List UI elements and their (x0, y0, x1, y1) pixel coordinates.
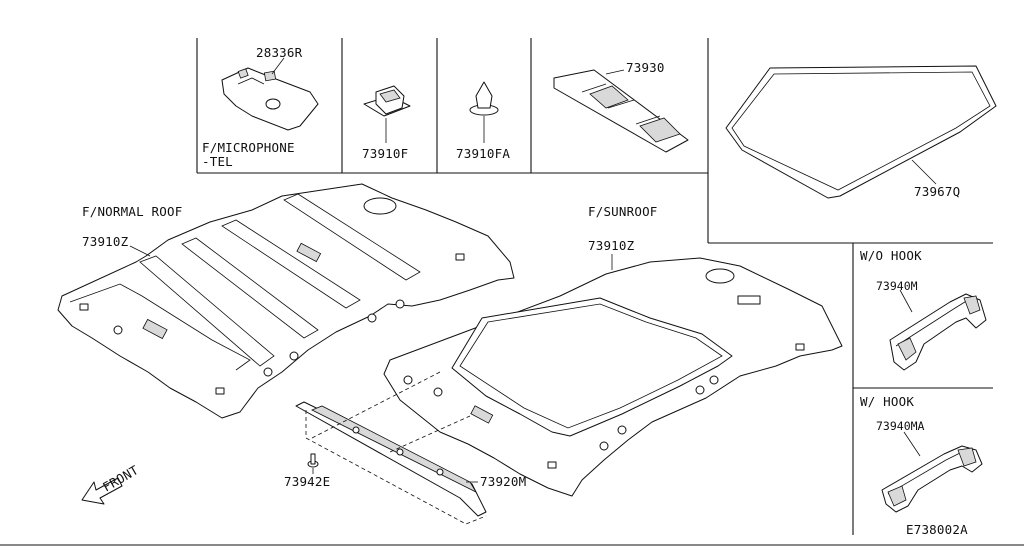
frame-lines (0, 38, 1024, 546)
diagram-code: E738002A (906, 522, 968, 537)
part-label-73967q: 73967Q (914, 184, 960, 199)
normal-roof-headlining (57, 183, 515, 419)
section-label-sunroof: F/SUNROOF (588, 204, 658, 219)
section-label-w-hook: W/ HOOK (860, 394, 914, 409)
trim-strip-73920m-part (295, 371, 487, 525)
clip-73910fa-part (469, 81, 499, 143)
part-label-73940ma: 73940MA (876, 419, 925, 433)
assist-grip-73940ma-part (881, 431, 983, 513)
sunroof-headlining (383, 254, 843, 497)
sunroof-seal-part (725, 65, 997, 199)
front-label: FRONT (100, 462, 141, 494)
clip-73910f-part (363, 85, 411, 143)
front-arrow-icon (81, 477, 123, 505)
part-label-73930: 73930 (626, 60, 665, 75)
section-label-normal-roof: F/NORMAL ROOF (82, 204, 182, 219)
part-label-73910z-normal: 73910Z (82, 234, 129, 249)
part-label-73910fa: 73910FA (456, 146, 510, 161)
assist-grip-73940m-part (889, 289, 987, 371)
microphone-housing-part (221, 57, 319, 131)
clip-73942e-part (307, 453, 319, 474)
part-label-28336r: 28336R (256, 45, 303, 60)
part-label-73940m: 73940M (876, 279, 918, 293)
part-label-73942e: 73942E (284, 474, 330, 489)
part-label-73920m: 73920M (480, 474, 526, 489)
pad-73930-part (553, 69, 689, 153)
part-label-73910z-sunroof: 73910Z (588, 238, 635, 253)
section-label-microphone-tel: -TEL (202, 154, 233, 169)
section-label-microphone: F/MICROPHONE (202, 140, 295, 155)
part-label-73910f: 73910F (362, 146, 408, 161)
section-label-wo-hook: W/O HOOK (860, 248, 922, 263)
